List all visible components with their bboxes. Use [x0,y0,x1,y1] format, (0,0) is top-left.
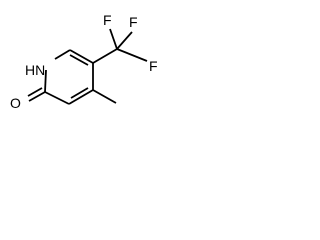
bond-c2-o [28,91,46,102]
fluorine-left-label: F [103,12,112,28]
bond-cf3-f-left [109,28,118,50]
bond-c2-c3 [44,91,70,105]
oxygen-label: O [10,95,21,111]
chemical-structure: HN O F F F [10,12,158,111]
bond-n1-c2 [44,69,47,93]
bond-c3-c4 [68,89,94,105]
bond-c6-n1 [54,49,71,60]
fluorine-right-label: F [149,58,158,74]
bond-c5-cf3 [92,48,118,64]
bond-c5-c6-inner [69,54,89,66]
bond-cf3-f-top [116,31,133,50]
bond-cf3-f-right [116,48,148,62]
fluorine-top-label: F [129,14,138,30]
bond-c2-o-second [27,87,43,97]
bond-c3-c4-inner [70,87,89,99]
bond-c4-methyl [92,89,117,104]
bond-c5-c6 [69,49,94,64]
nh-label: HN [25,62,45,78]
